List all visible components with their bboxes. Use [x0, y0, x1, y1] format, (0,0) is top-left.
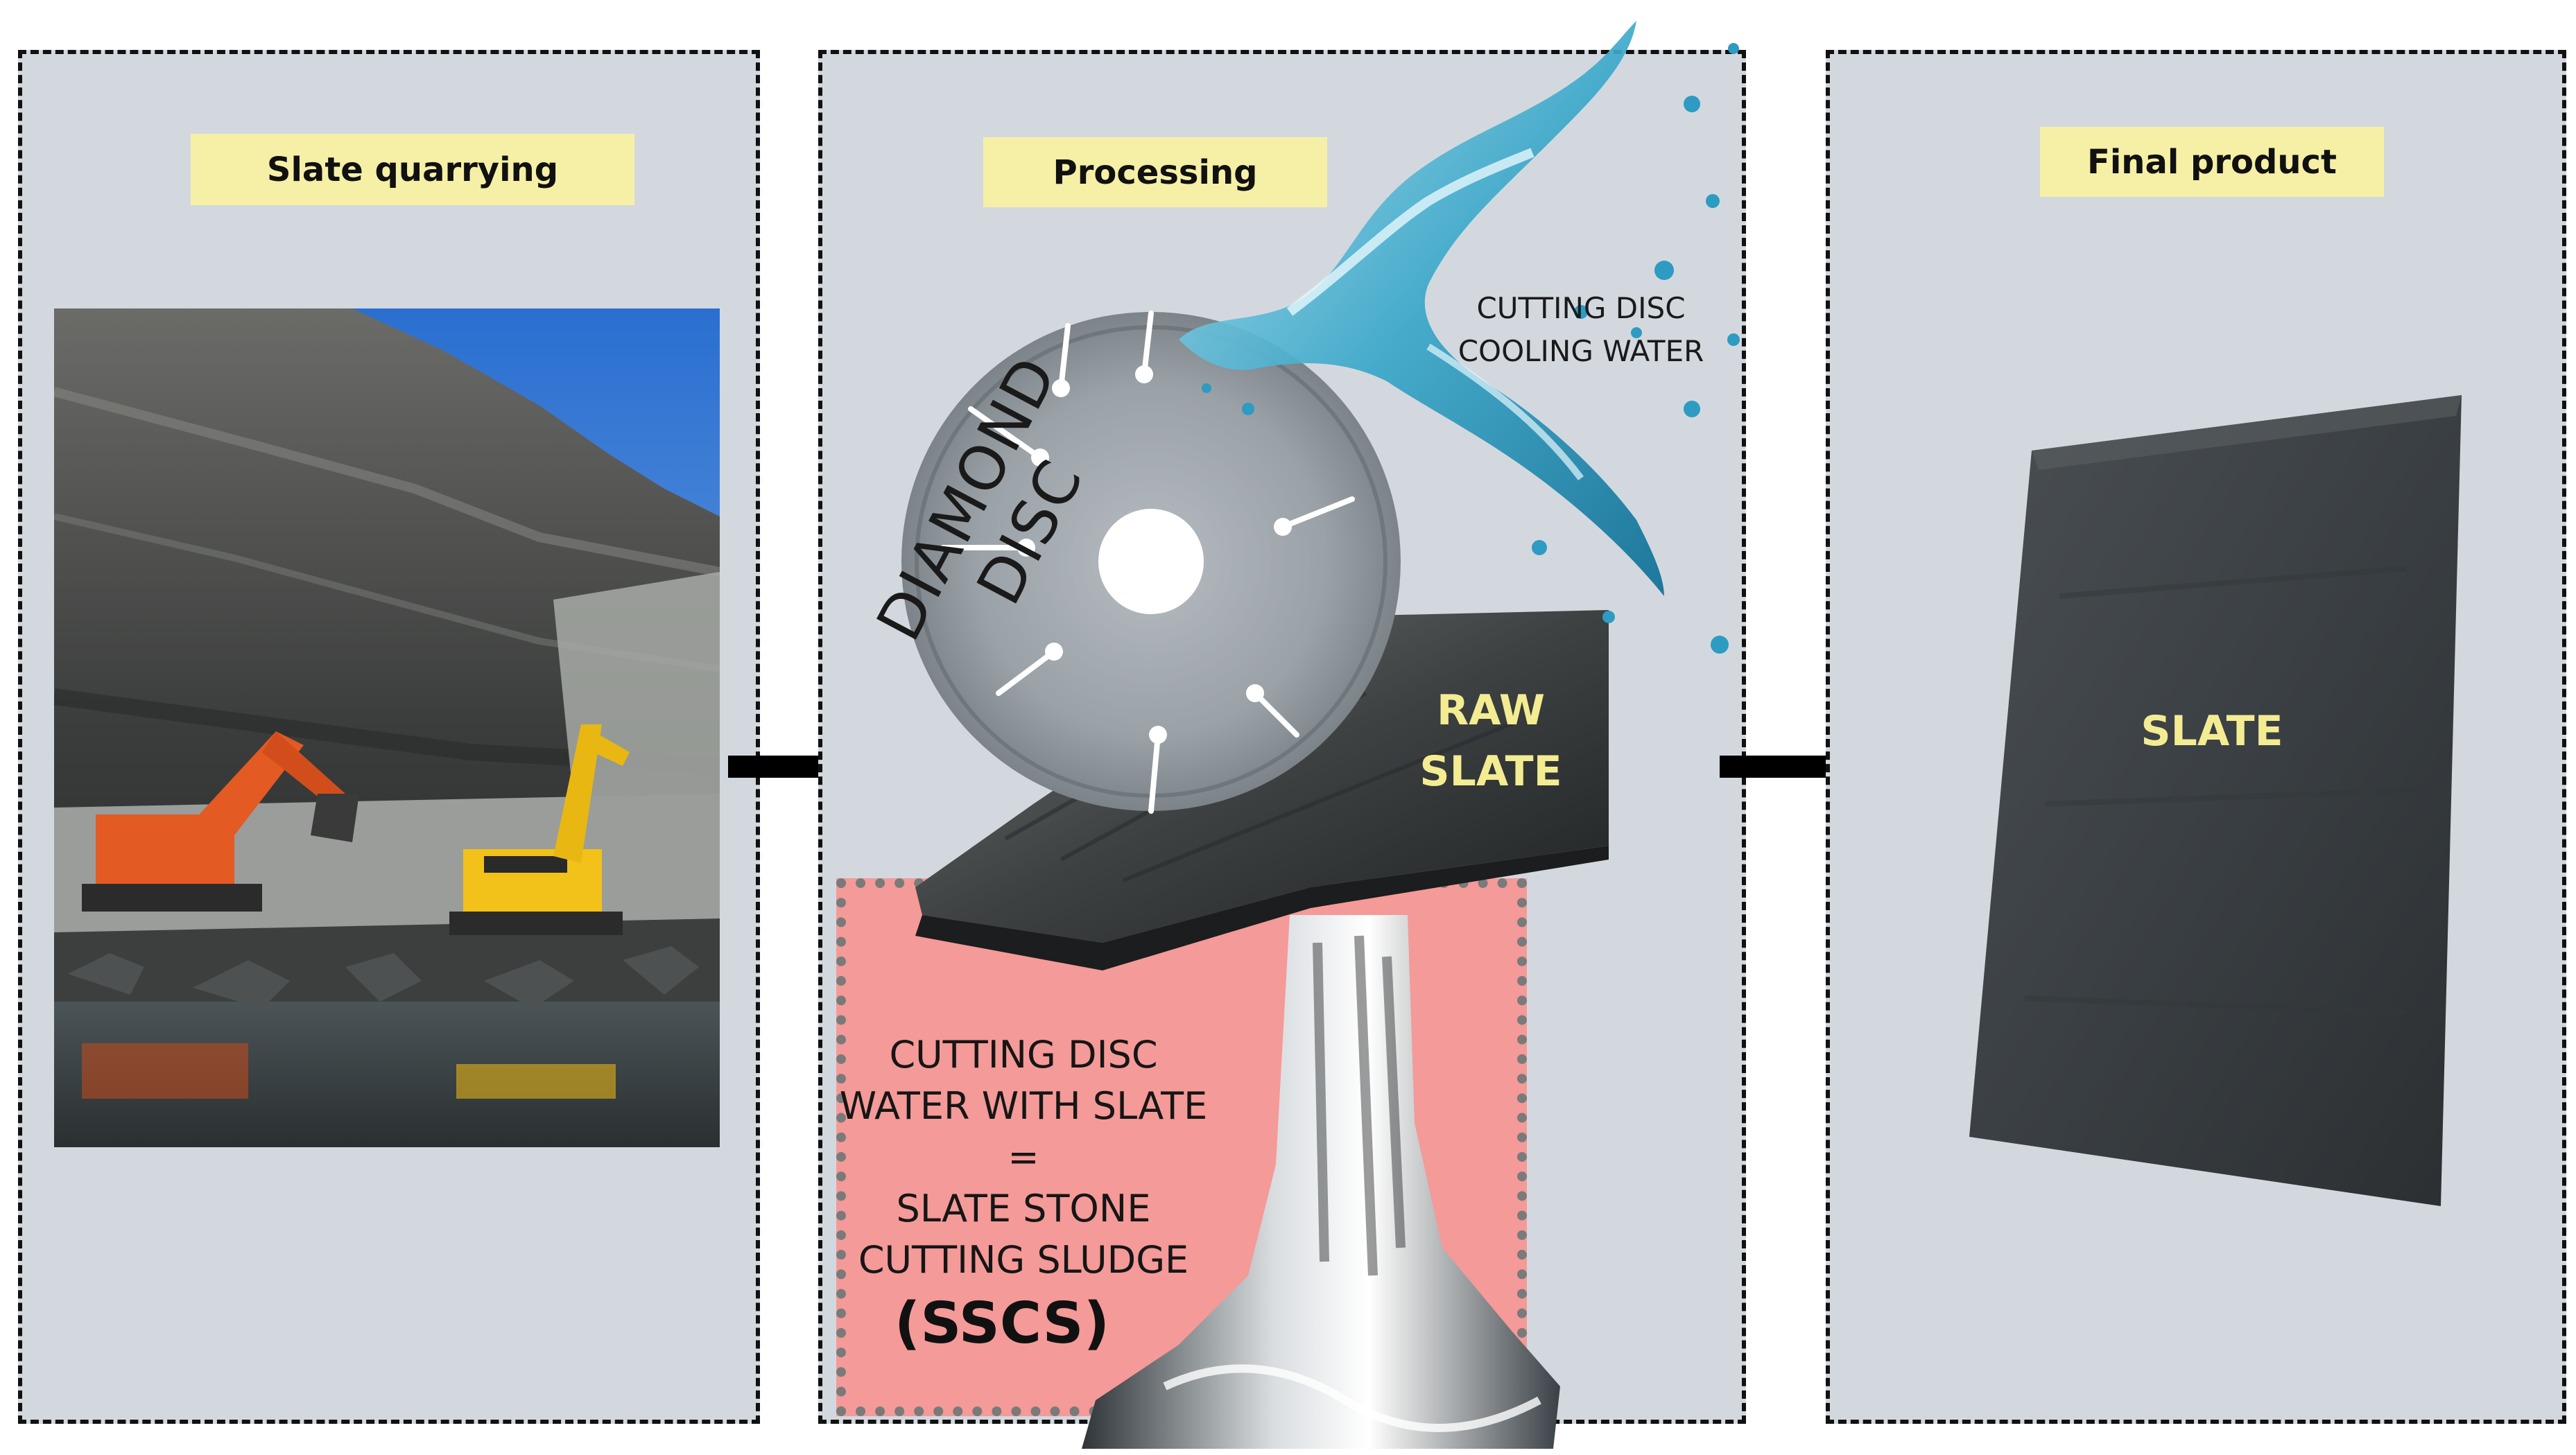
water-label-line2: COOLING WATER [1458, 334, 1704, 368]
quarry-photo [54, 308, 720, 1147]
slate-label: SLATE [2141, 707, 2283, 756]
raw-slate-line2: SLATE [1419, 747, 1562, 796]
sludge-line-5: CUTTING SLUDGE [858, 1238, 1189, 1282]
sludge-abbreviation: (SSCS) [894, 1291, 1110, 1357]
diamond-disc [901, 311, 1401, 814]
sludge-line-1: CUTTING DISC [889, 1033, 1158, 1077]
label-final-product: Final product [2040, 127, 2384, 197]
label-processing: Processing [983, 137, 1327, 207]
water-label-line1: CUTTING DISC [1476, 291, 1686, 325]
slate-tile [1969, 395, 2462, 1206]
label-slate-quarrying: Slate quarrying [191, 134, 634, 205]
sludge-line-2: WATER WITH SLATE [839, 1084, 1208, 1128]
sludge-line-3: = [1008, 1135, 1039, 1179]
water-splash-image [1179, 21, 1740, 654]
sludge-line-4: SLATE STONE [896, 1187, 1151, 1230]
falling-water-image [1082, 915, 1560, 1449]
raw-slate-line1: RAW [1436, 686, 1546, 735]
